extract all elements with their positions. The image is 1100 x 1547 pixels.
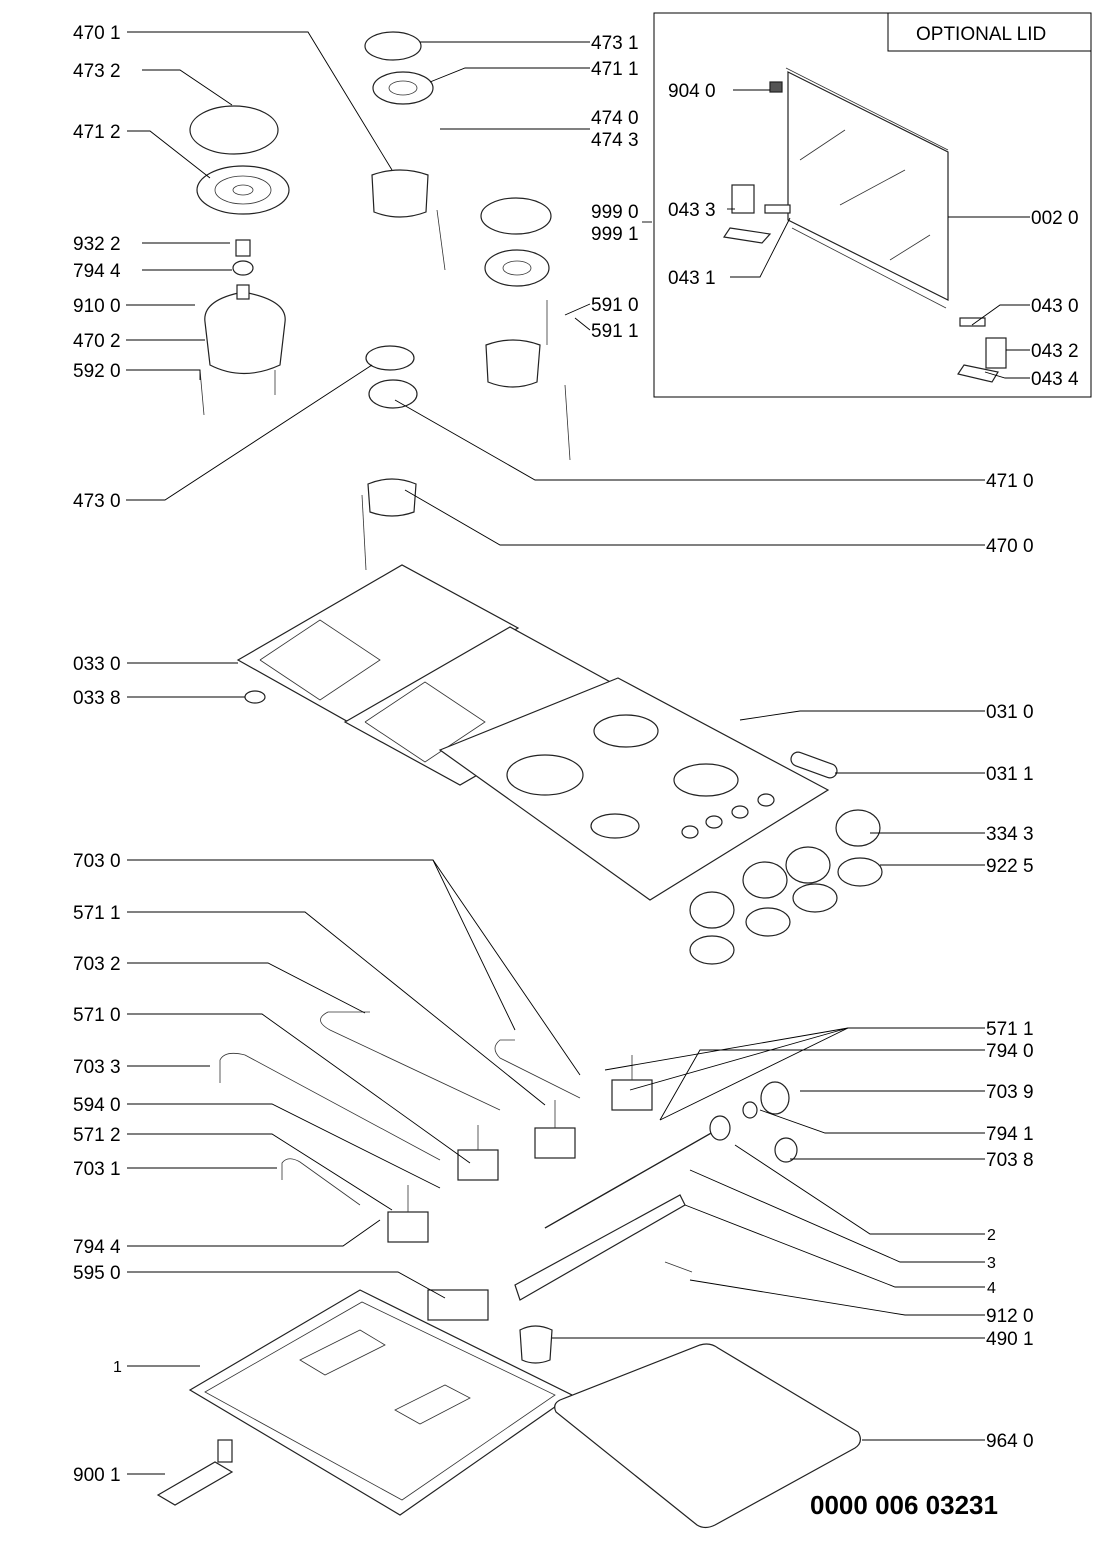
label-2: 2: [987, 1227, 996, 1244]
label-473-0: 473 0: [73, 491, 121, 512]
label-571-2: 571 2: [73, 1125, 121, 1146]
label-490-1: 490 1: [986, 1329, 1034, 1350]
label-932-2: 932 2: [73, 234, 121, 255]
label-912-0: 912 0: [986, 1306, 1034, 1327]
label-703-0: 703 0: [73, 851, 121, 872]
label-794-0: 794 0: [986, 1041, 1034, 1062]
label-794-1: 794 1: [986, 1124, 1034, 1145]
label-471-0: 471 0: [986, 471, 1034, 492]
label-474-0: 474 0: [591, 108, 639, 129]
label-002-0: 002 0: [1031, 208, 1079, 229]
label-910-0: 910 0: [73, 296, 121, 317]
label-031-0: 031 0: [986, 702, 1034, 723]
label-999-1: 999 1: [591, 224, 639, 245]
label-473-2: 473 2: [73, 61, 121, 82]
clip-part: [156, 1439, 234, 1506]
label-471-2: 471 2: [73, 122, 121, 143]
label-922-5: 922 5: [986, 856, 1034, 877]
label-043-4: 043 4: [1031, 369, 1079, 390]
label-470-0: 470 0: [986, 536, 1034, 557]
label-471-1: 471 1: [591, 59, 639, 80]
burner-bodies: [204, 169, 541, 517]
knobs: [689, 809, 883, 965]
label-474-3: 474 3: [591, 130, 639, 151]
hob-top: [438, 677, 838, 901]
pan-supports: [236, 564, 627, 786]
label-591-0: 591 0: [591, 295, 639, 316]
optional-lid-title: OPTIONAL LID: [916, 24, 1046, 45]
label-594-0: 594 0: [73, 1095, 121, 1116]
label-900-1: 900 1: [73, 1465, 121, 1486]
label-334-3: 334 3: [986, 824, 1034, 845]
burner-heads: [196, 71, 550, 409]
label-1: 1: [113, 1359, 122, 1376]
label-470-2: 470 2: [73, 331, 121, 352]
label-591-1: 591 1: [591, 321, 639, 342]
label-595-0: 595 0: [73, 1263, 121, 1284]
label-571-1-right: 571 1: [986, 1019, 1034, 1040]
label-999-0: 999 0: [591, 202, 639, 223]
seal-part: [554, 1343, 861, 1529]
label-033-8: 033 8: [73, 688, 121, 709]
label-703-3: 703 3: [73, 1057, 121, 1078]
labels-lid: 904 0 043 3 043 1 002 0 043 0 043 2 043 …: [668, 81, 1079, 390]
document-number: 0000 006 03231: [810, 1490, 998, 1520]
label-3: 3: [987, 1255, 996, 1272]
label-033-0: 033 0: [73, 654, 121, 675]
label-904-0: 904 0: [668, 81, 716, 102]
label-031-1: 031 1: [986, 764, 1034, 785]
base-tray: [188, 1289, 574, 1516]
label-043-3: 043 3: [668, 200, 716, 221]
label-794-4-bottom: 794 4: [73, 1237, 121, 1258]
label-703-9: 703 9: [986, 1082, 1034, 1103]
optional-lid-box: OPTIONAL LID: [653, 12, 1092, 398]
label-043-1: 043 1: [668, 268, 716, 289]
label-703-8: 703 8: [986, 1150, 1034, 1171]
gas-taps: [387, 1055, 798, 1243]
label-964-0: 964 0: [986, 1431, 1034, 1452]
labels-left: 470 1 473 2 471 2 932 2 794 4 910 0 470 …: [73, 23, 122, 1486]
label-571-1-left: 571 1: [73, 903, 121, 924]
label-473-1: 473 1: [591, 33, 639, 54]
label-043-0: 043 0: [1031, 296, 1079, 317]
label-592-0: 592 0: [73, 361, 121, 382]
label-703-2: 703 2: [73, 954, 121, 975]
label-794-4-top: 794 4: [73, 261, 121, 282]
lid-glass-part: [785, 67, 949, 309]
label-703-1: 703 1: [73, 1159, 121, 1180]
label-470-1: 470 1: [73, 23, 121, 44]
label-4: 4: [987, 1280, 996, 1297]
lid-hinges: [722, 81, 1007, 383]
burner-caps: [189, 31, 552, 371]
labels-right: 473 1 471 1 474 0 474 3 999 0 999 1 591 …: [591, 33, 1034, 1452]
leader-lines: [126, 31, 1030, 1475]
base-hardware: [427, 1194, 693, 1364]
thermocouples: [199, 209, 571, 571]
label-043-2: 043 2: [1031, 341, 1079, 362]
label-571-0: 571 0: [73, 1005, 121, 1026]
gas-pipes: [219, 1011, 721, 1229]
